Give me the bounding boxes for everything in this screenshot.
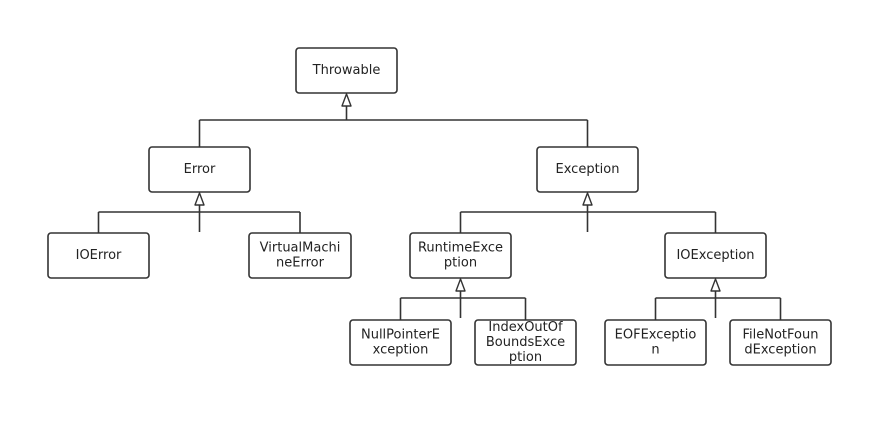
inheritance-arrowhead (341, 93, 352, 107)
edge-group-error (97, 192, 301, 233)
class-box (604, 319, 707, 366)
class-name-line: RuntimeExce (418, 241, 503, 256)
class-name-line: n (651, 343, 659, 358)
class-box (148, 146, 251, 193)
class-box (664, 232, 767, 279)
class-name-line: FileNotFoun (743, 328, 819, 343)
class-node-ioexception: IOException (664, 232, 767, 279)
class-name-line: ption (509, 350, 542, 365)
class-box (248, 232, 352, 279)
class-name-line: xception (373, 343, 429, 358)
class-box (536, 146, 639, 193)
inheritance-arrowhead (194, 192, 205, 206)
class-name-line: dException (744, 343, 816, 358)
class-name-line: IOError (76, 248, 122, 263)
class-name-line: EOFExceptio (615, 328, 697, 343)
class-name-line: IOException (676, 248, 754, 263)
class-box (295, 47, 398, 94)
class-node-exception: Exception (536, 146, 639, 193)
edge-group-throwable (198, 93, 589, 147)
inheritance-arrowhead (582, 192, 593, 206)
class-box (729, 319, 832, 366)
class-box (409, 232, 512, 279)
class-name-line: IndexOutOf (488, 320, 563, 335)
class-name-line: Error (184, 162, 216, 177)
class-name-line: Exception (556, 162, 620, 177)
inheritance-edges (97, 93, 782, 320)
class-box (47, 232, 150, 279)
edge-group-exception (459, 192, 717, 233)
class-box (474, 319, 577, 366)
class-name-line: BoundsExce (486, 335, 565, 350)
class-box (349, 319, 452, 366)
inheritance-arrowhead (455, 278, 466, 292)
class-node-ioerror: IOError (47, 232, 150, 279)
class-node-error: Error (148, 146, 251, 193)
edge-group-ioexception (654, 278, 782, 320)
edge-group-runtimeexception (399, 278, 527, 320)
class-name-line: ption (444, 256, 477, 271)
class-name-line: Throwable (312, 63, 381, 78)
inheritance-arrowhead (710, 278, 721, 292)
class-name-line: neError (276, 256, 325, 271)
class-name-line: NullPointerE (361, 328, 440, 343)
class-node-throwable: Throwable (295, 47, 398, 94)
class-name-line: VirtualMachi (260, 241, 341, 256)
